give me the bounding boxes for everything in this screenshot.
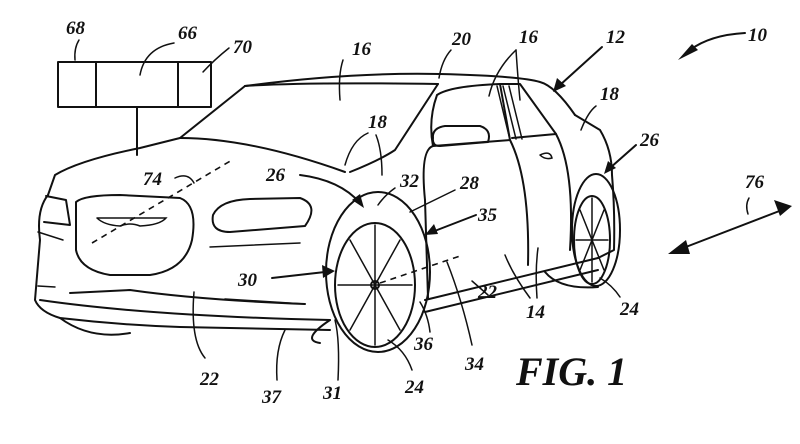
ref-35: 35 bbox=[477, 205, 498, 226]
ref-30: 30 bbox=[237, 270, 258, 291]
arrow-10 bbox=[678, 32, 746, 60]
direction-arrow-76 bbox=[668, 197, 792, 254]
ref-28: 28 bbox=[459, 173, 480, 194]
ref-14: 14 bbox=[526, 302, 545, 323]
ref-26-front: 26 bbox=[265, 165, 286, 186]
ref-70: 70 bbox=[233, 37, 253, 58]
ref-34: 34 bbox=[464, 354, 484, 375]
ref-66: 66 bbox=[178, 23, 198, 44]
ref-22-rocker: 22 bbox=[477, 282, 498, 303]
arrow-26-front bbox=[299, 174, 364, 208]
ref-68: 68 bbox=[66, 18, 86, 39]
ref-24-front: 24 bbox=[404, 377, 424, 398]
ref-22-front: 22 bbox=[199, 369, 220, 390]
dashed-line-35 bbox=[379, 255, 461, 284]
ref-18-front: 18 bbox=[368, 112, 388, 133]
arrow-12 bbox=[553, 46, 603, 92]
ref-24-rear: 24 bbox=[619, 299, 639, 320]
ref-16-window: 16 bbox=[519, 27, 539, 48]
ref-18-rear: 18 bbox=[600, 84, 620, 105]
control-module-66 bbox=[57, 61, 212, 156]
arrow-30 bbox=[271, 265, 335, 279]
ref-16-windshield: 16 bbox=[352, 39, 372, 60]
ref-36: 36 bbox=[413, 334, 434, 355]
ref-12: 12 bbox=[606, 27, 626, 48]
arrow-26-rear bbox=[604, 144, 637, 174]
ref-10: 10 bbox=[748, 25, 768, 46]
arrow-35 bbox=[425, 214, 477, 235]
ref-26-rear: 26 bbox=[639, 130, 660, 151]
figure-title: FIG. 1 bbox=[515, 349, 627, 394]
ref-74: 74 bbox=[143, 169, 162, 190]
ref-76: 76 bbox=[745, 172, 765, 193]
ref-32: 32 bbox=[399, 171, 420, 192]
ref-37: 37 bbox=[261, 387, 283, 408]
leader-lines bbox=[74, 39, 621, 381]
ref-31: 31 bbox=[322, 383, 342, 404]
vehicle-body-12 bbox=[34, 72, 616, 344]
ref-20: 20 bbox=[451, 29, 472, 50]
sensing-axis-74 bbox=[91, 159, 233, 244]
rear-wheel-24 bbox=[544, 173, 621, 289]
